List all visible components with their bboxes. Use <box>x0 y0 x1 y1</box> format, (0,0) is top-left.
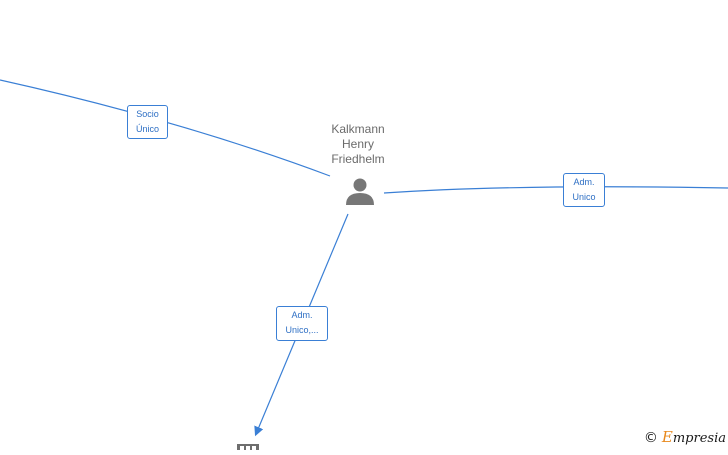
edge-label-line: Único <box>135 124 159 134</box>
edge-label-socio-unico[interactable]: Socio Único <box>127 105 168 139</box>
edge-label-line: Unico <box>572 192 596 202</box>
edge-label-line: Unico,... <box>285 325 319 335</box>
edge-label-adm-unico-etc[interactable]: Adm. Unico,... <box>276 306 328 341</box>
person-icon[interactable] <box>346 178 374 206</box>
company-icon[interactable] <box>237 444 259 450</box>
empresia-watermark: ©Empresia <box>644 428 726 446</box>
edge-adm-unico-right <box>383 186 728 194</box>
brand-name: mpresia <box>672 431 726 446</box>
copyright-icon: © <box>643 430 658 446</box>
edge-label-adm-unico[interactable]: Adm. Unico <box>563 173 605 207</box>
edge-label-line: Socio <box>136 109 159 119</box>
node-name-line: Friedhelm <box>331 152 385 166</box>
edge-label-line: Adm. <box>573 177 595 187</box>
edge-label-line: Adm. <box>291 310 313 320</box>
edge-socio-unico <box>0 79 331 177</box>
node-label-kalkmann[interactable]: Kalkmann Henry Friedhelm <box>318 122 398 167</box>
node-name-line: Kalkmann <box>331 122 385 136</box>
brand-initial: E <box>661 428 673 446</box>
node-name-line: Henry <box>341 137 374 151</box>
